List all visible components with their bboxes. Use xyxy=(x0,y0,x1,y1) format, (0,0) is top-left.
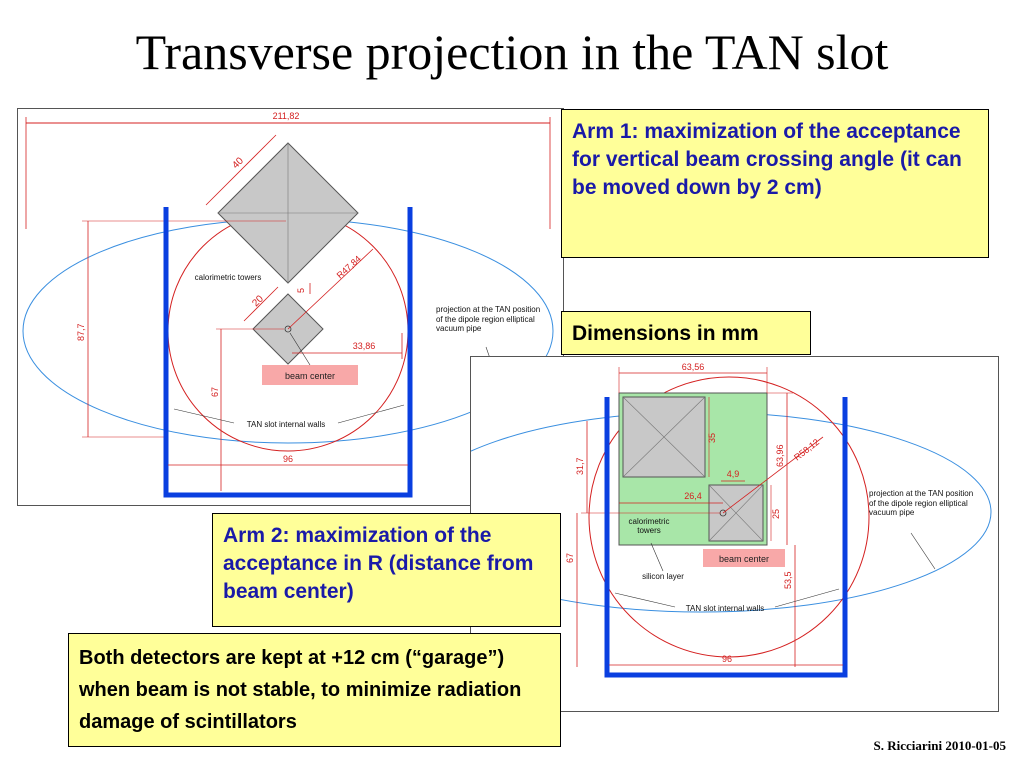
dim-lower-right: 53,5 xyxy=(783,571,793,589)
beam-center-label: beam center xyxy=(719,554,769,564)
garage-note: Both detectors are kept at +12 cm (“gara… xyxy=(68,633,561,747)
dim-slot-width: 96 xyxy=(283,454,293,464)
dim-height: 87,7 xyxy=(76,323,86,341)
dim-gap: 5 xyxy=(296,288,306,293)
dim-lower-left: 67 xyxy=(565,553,575,563)
dim-radius: R47,84 xyxy=(335,254,363,281)
dimensions-note: Dimensions in mm xyxy=(561,311,811,355)
towers-label: calorimetric towers xyxy=(628,517,670,535)
dim-small-tower: 25 xyxy=(771,509,781,519)
dim-left: 31,7 xyxy=(575,457,585,475)
walls-label: TAN slot internal walls xyxy=(686,604,765,613)
arm1-schematic: 211,82 40 20 5 R47,84 33,86 87,7 67 96 b… xyxy=(22,111,554,498)
projection-label: projection at the TAN position of the di… xyxy=(436,305,541,333)
dim-offset: 33,86 xyxy=(353,341,376,351)
tan-slot-walls xyxy=(163,207,413,498)
dim-large-tower: 35 xyxy=(707,433,717,443)
walls-label: TAN slot internal walls xyxy=(247,420,326,429)
dim-gap: 4,9 xyxy=(727,469,740,479)
dim-height-right: 63,96 xyxy=(775,444,785,467)
arm2-note: Arm 2: maximization of the acceptance in… xyxy=(212,513,561,627)
dim-height-lower: 67 xyxy=(210,387,220,397)
arm1-drawing: 211,82 40 20 5 R47,84 33,86 87,7 67 96 b… xyxy=(17,108,564,506)
dim-radius: R58,12 xyxy=(792,437,821,463)
arm1-note: Arm 1: maximization of the acceptance fo… xyxy=(561,109,989,258)
dim-slot-width: 96 xyxy=(722,654,732,664)
beam-center-box xyxy=(703,549,785,567)
footer-credit: S. Ricciarini 2010-01-05 xyxy=(873,738,1006,753)
towers-label: calorimetric towers xyxy=(195,273,262,282)
dim-offset: 26,4 xyxy=(684,491,702,501)
silicon-label: silicon layer xyxy=(642,572,684,581)
arm2-schematic: 63,56 35 63,96 R58,12 4,9 26,4 31,7 25 6… xyxy=(471,362,992,678)
dim-width-label: 211,82 xyxy=(273,111,300,121)
beam-center-box xyxy=(262,365,358,385)
dim-width-label: 63,56 xyxy=(682,362,705,372)
beam-center-label: beam center xyxy=(285,371,335,381)
projection-label: projection at the TAN position of the di… xyxy=(869,489,974,517)
acceptance-circle xyxy=(588,376,870,658)
dim-large-tower: 40 xyxy=(230,155,246,171)
slide-title: Transverse projection in the TAN slot xyxy=(135,24,889,80)
tan-slot-walls xyxy=(604,397,848,678)
dim-small-tower: 20 xyxy=(250,293,266,309)
